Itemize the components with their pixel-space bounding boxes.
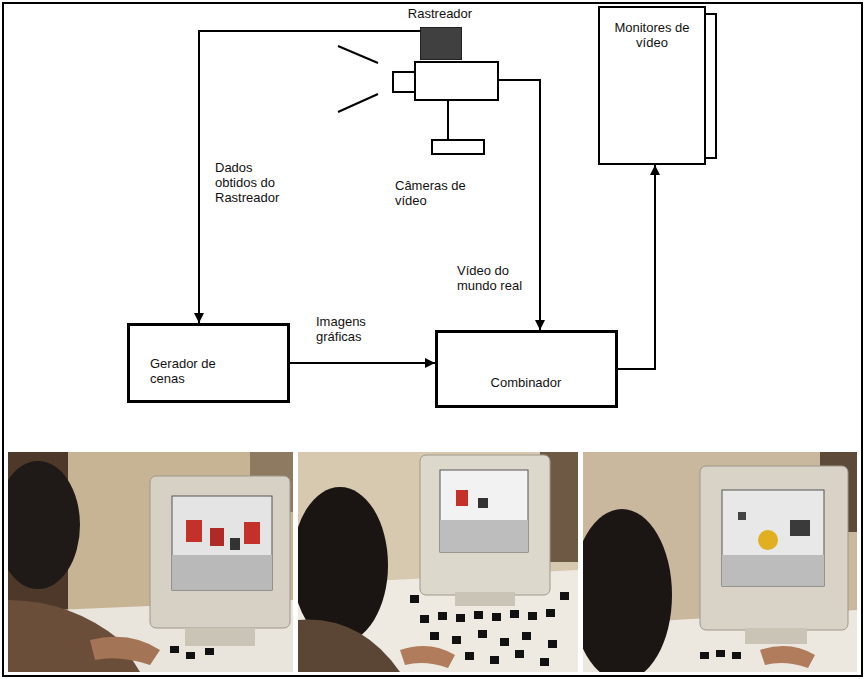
camera-unit: Câmeras de vídeo [393,62,498,218]
tracker-symbol [420,27,462,60]
monitor-depth [706,14,716,158]
edge-label: Vídeo do mundo real [456,263,532,293]
camera-symbol [393,62,498,154]
frame [3,3,862,676]
tracker-box: Rastreador [398,4,486,60]
connector-arrow [290,362,435,364]
node-text: Gerador de cenas [150,356,242,386]
node-text: Câmeras de vídeo [395,178,479,208]
edge-label: Dados obtidos do Rastreador [214,160,296,205]
connector-arrow [199,31,420,323]
connector-arrow [618,165,655,369]
node-text: Monitores de vídeo [610,20,694,50]
monitor-box: Monitores de vídeo [598,6,706,165]
photo [298,452,578,672]
process-box: Combinador [435,330,618,408]
view-line [338,46,378,63]
node-text: Rastreador [398,6,482,21]
process-box: Gerador de cenas [127,323,290,403]
edge-label: Imagens gráficas [315,314,379,344]
node-text: Combinador [438,375,614,390]
photo [583,452,857,672]
photo [8,452,293,672]
view-line [338,94,378,112]
